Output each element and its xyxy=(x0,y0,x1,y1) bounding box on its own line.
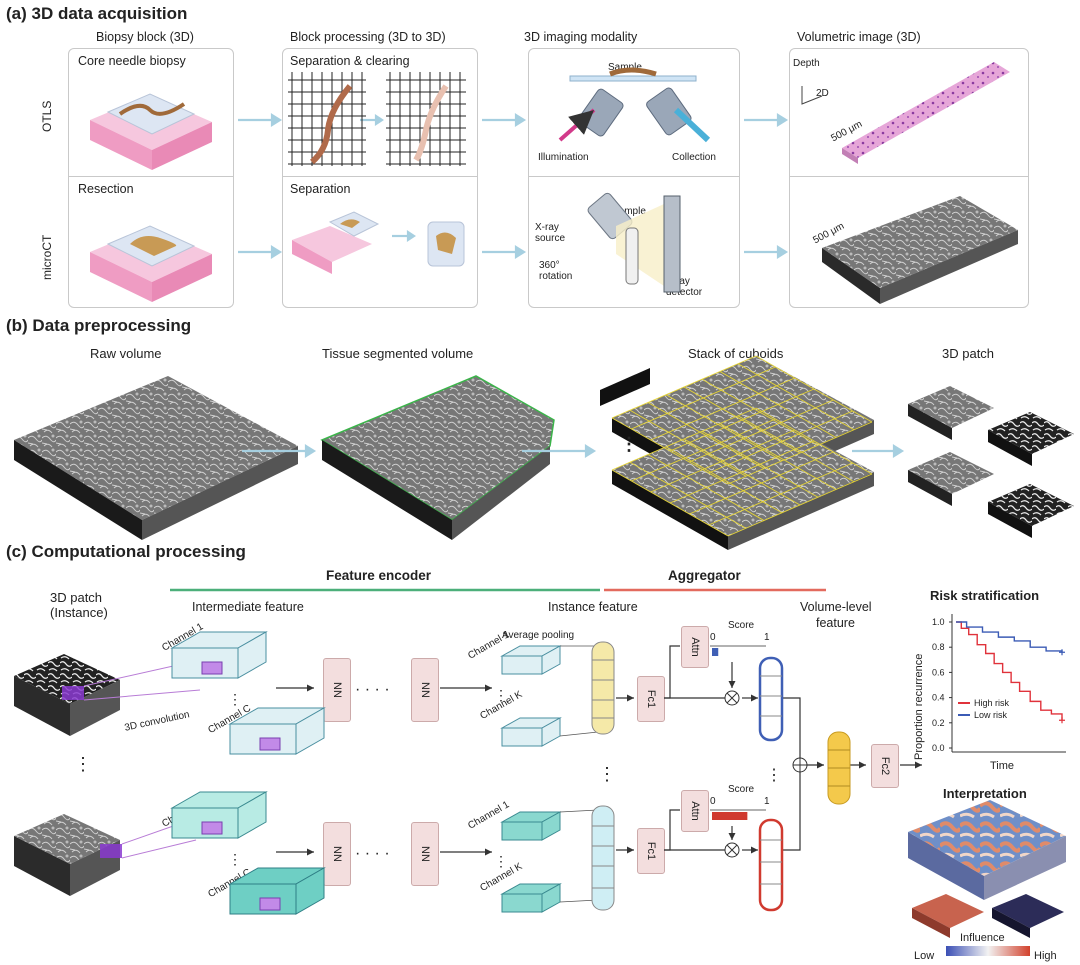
label-sample-microct: Sample xyxy=(612,206,646,217)
col-header-processing: Block processing (3D to 3D) xyxy=(290,30,446,44)
svg-text:· · · ·: · · · · xyxy=(355,845,390,862)
risk-legend-label: High risk xyxy=(974,698,1010,708)
svg-text:⋮: ⋮ xyxy=(74,754,92,774)
label-3d-patch: 3D patch xyxy=(50,590,103,605)
panel-a-title: (a) 3D data acquisition xyxy=(6,4,188,23)
risk-legend-label: Low risk xyxy=(974,710,1008,720)
label-low: Low xyxy=(914,950,935,962)
risk-series-low xyxy=(956,621,1063,653)
step-raw-volume: Raw volume xyxy=(90,346,162,361)
fc2-block: Fc2 xyxy=(871,744,899,788)
step-stack-cuboids: Stack of cuboids xyxy=(688,346,784,361)
risk-censor-mark xyxy=(1059,649,1065,656)
label-aggregator: Aggregator xyxy=(668,568,741,583)
fc1-block-bottom: Fc1 xyxy=(637,828,665,874)
nn-block-bottom-2: NN xyxy=(411,822,439,886)
attn-block-bottom: Attn xyxy=(681,790,709,832)
risk-ytick: 0.2 xyxy=(932,718,945,728)
risk-ytick: 0.6 xyxy=(932,667,945,677)
label-separation-clearing: Separation & clearing xyxy=(290,54,410,68)
svg-text:· · · ·: · · · · xyxy=(355,681,390,698)
step-tissue-segmented: Tissue segmented volume xyxy=(322,346,474,361)
fc1-block-top: Fc1 xyxy=(637,676,665,722)
label-resection: Resection xyxy=(78,182,134,196)
svg-text:⋮: ⋮ xyxy=(494,687,508,703)
col-header-biopsy: Biopsy block (3D) xyxy=(96,30,194,44)
label-2d: 2D xyxy=(816,88,829,99)
score-bottom-max: 1 xyxy=(764,796,770,807)
step-3d-patch: 3D patch xyxy=(942,346,995,361)
label-instance: (Instance) xyxy=(50,605,108,620)
nn-block-top-1: NN xyxy=(323,658,351,722)
panel-b-title: (b) Data preprocessing xyxy=(6,316,192,335)
score-top-max: 1 xyxy=(764,632,770,643)
interpretation-title: Interpretation xyxy=(943,786,1027,801)
label-xray-source: X-ray source xyxy=(535,222,566,244)
nn-block-top-2: NN xyxy=(411,658,439,722)
label-feature: feature xyxy=(816,616,855,630)
col-header-imaging: 3D imaging modality xyxy=(524,30,638,44)
score-top-min: 0 xyxy=(710,632,716,643)
label-intermediate-feature: Intermediate feature xyxy=(192,600,304,614)
col-header-volumetric: Volumetric image (3D) xyxy=(797,30,921,44)
score-bottom-min: 0 xyxy=(710,796,716,807)
svg-text:⋮: ⋮ xyxy=(228,851,242,867)
risk-title: Risk stratification xyxy=(930,588,1040,603)
label-instance-feature: Instance feature xyxy=(548,600,638,614)
label-average-pooling: Average pooling xyxy=(502,630,575,641)
score-bar-top xyxy=(712,648,719,656)
label-core-needle-biopsy: Core needle biopsy xyxy=(78,54,186,68)
label-separation: Separation xyxy=(290,182,351,196)
risk-series-high xyxy=(956,621,1063,721)
influence-colorbar xyxy=(946,946,1030,956)
risk-ytick: 0.4 xyxy=(932,693,945,703)
nn-block-bottom-1: NN xyxy=(323,822,351,886)
svg-text:⋮: ⋮ xyxy=(494,853,508,869)
svg-text:⋮: ⋮ xyxy=(228,691,242,707)
label-illumination: Illumination xyxy=(538,152,589,163)
label-sample-otls: Sample xyxy=(608,62,642,73)
svg-text:⋮: ⋮ xyxy=(598,764,616,784)
label-depth: Depth xyxy=(793,58,820,69)
attn-block-top: Attn xyxy=(681,626,709,668)
svg-text:⋮: ⋮ xyxy=(620,434,638,454)
risk-censor-mark xyxy=(1059,717,1065,724)
svg-text:⋮: ⋮ xyxy=(766,767,782,784)
label-high: High xyxy=(1034,950,1057,962)
label-influence: Influence xyxy=(960,932,1005,944)
risk-ytick: 1.0 xyxy=(932,617,945,627)
risk-xlabel: Time xyxy=(990,760,1015,772)
risk-ytick: 0.0 xyxy=(932,743,945,753)
label-score-top: Score xyxy=(728,620,755,631)
label-rotation: 360° rotation xyxy=(539,260,573,282)
panel-c-title: (c) Computational processing xyxy=(6,542,246,561)
score-bar-bottom xyxy=(712,812,748,820)
label-feature-encoder: Feature encoder xyxy=(326,568,432,583)
risk-ytick: 0.8 xyxy=(932,642,945,652)
label-score-bottom: Score xyxy=(728,784,755,795)
label-collection: Collection xyxy=(672,152,716,163)
label-volume-level: Volume-level xyxy=(800,600,872,614)
